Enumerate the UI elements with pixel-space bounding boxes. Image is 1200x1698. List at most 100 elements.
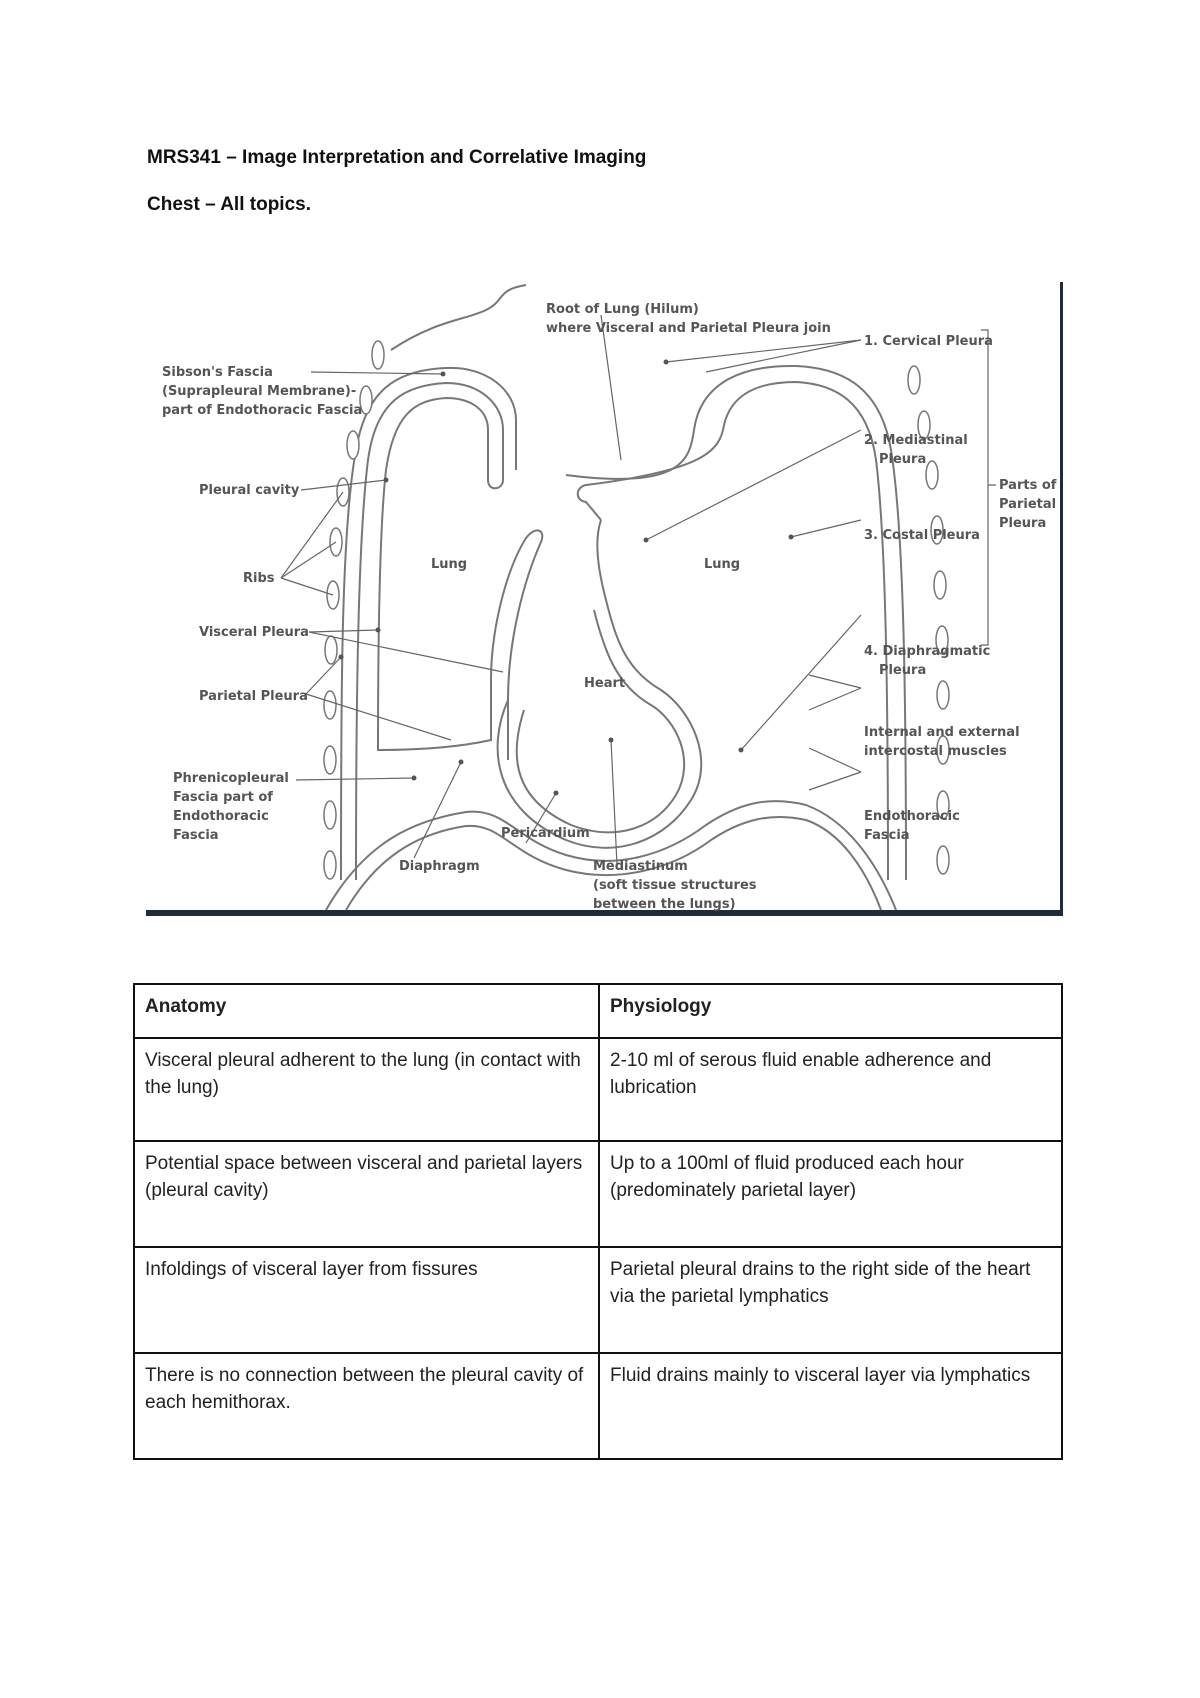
- label-diaphragmatic-2: Pleura: [879, 663, 926, 678]
- pleura-diagram: Root of Lung (Hilum) where Visceral and …: [146, 280, 1063, 920]
- dot: [440, 371, 446, 377]
- leader-ribs-2: [280, 541, 337, 579]
- label-diaphragm: Diaphragm: [399, 859, 480, 874]
- leader-diaphragmatic: [740, 614, 862, 751]
- pericardium-outline: [496, 519, 703, 849]
- label-cervical-pleura: 1. Cervical Pleura: [864, 334, 993, 349]
- leader-diaphragm: [413, 761, 462, 859]
- leader-ribs-3: [280, 577, 334, 596]
- right-parietal-outline: [565, 364, 907, 881]
- rib-right: [936, 845, 950, 875]
- physiology-cell: Parietal pleural drains to the right sid…: [598, 1246, 1063, 1354]
- diaphragm-inner-outline: [345, 815, 882, 911]
- pleura-diagram-svg: Root of Lung (Hilum) where Visceral and …: [146, 282, 1063, 916]
- label-parts-1: Parts of: [999, 478, 1057, 493]
- label-ribs: Ribs: [243, 571, 275, 586]
- anatomy-outlines: [325, 284, 907, 911]
- label-costal-pleura: 3. Costal Pleura: [864, 528, 980, 543]
- leader-phrenico: [295, 777, 415, 781]
- leader-cervical-1: [665, 339, 862, 363]
- heart-inner-outline: [515, 609, 686, 834]
- rib-left: [371, 340, 385, 370]
- rib-left: [323, 745, 337, 775]
- leader-lines: [280, 314, 996, 866]
- label-phrenico-3: Endothoracic: [173, 809, 269, 824]
- leader-visceral-pleura: [308, 629, 379, 633]
- leader-visceral-pleura-2: [308, 631, 504, 673]
- rib-left: [323, 800, 337, 830]
- header-physiology: Physiology: [598, 983, 1063, 1039]
- parts-bracket: [981, 329, 996, 646]
- dot: [383, 477, 389, 483]
- label-intercostal-2: intercostal muscles: [864, 744, 1007, 759]
- document-subtitle: Chest – All topics.: [147, 194, 311, 215]
- label-lung-left: Lung: [431, 557, 467, 572]
- document-title: MRS341 – Image Interpretation and Correl…: [147, 147, 647, 168]
- rib-right: [936, 735, 950, 765]
- label-visceral-pleura: Visceral Pleura: [199, 625, 309, 640]
- rib-right: [917, 410, 931, 440]
- diagram-right-border: [1060, 282, 1063, 912]
- rib-right: [930, 515, 944, 545]
- diagram-labels: Root of Lung (Hilum) where Visceral and …: [162, 302, 1057, 912]
- physiology-cell: 2-10 ml of serous fluid enable adherence…: [598, 1037, 1063, 1142]
- label-mediastinum-2: (soft tissue structures: [593, 878, 757, 893]
- label-endothoracic-1: Endothoracic: [864, 809, 960, 824]
- table-row: Infoldings of visceral layer from fissur…: [133, 1246, 1063, 1354]
- rib-left: [359, 385, 373, 415]
- leader-intercostal-1: [808, 674, 862, 689]
- label-phrenico-2: Fascia part of: [173, 790, 273, 805]
- dot: [643, 537, 649, 543]
- anatomy-cell: There is no connection between the pleur…: [133, 1352, 600, 1460]
- rib-left: [346, 430, 360, 460]
- dot: [738, 747, 744, 753]
- leader-costal: [790, 519, 862, 538]
- label-phrenico-1: Phrenicopleural: [173, 771, 289, 786]
- dot: [411, 775, 417, 781]
- anatomy-cell: Potential space between visceral and par…: [133, 1140, 600, 1248]
- right-lung-outline: [576, 380, 889, 881]
- label-phrenico-4: Fascia: [173, 828, 219, 843]
- label-diaphragmatic-1: 4. Diaphragmatic: [864, 644, 990, 659]
- label-mediastinum-3: between the lungs): [593, 897, 736, 912]
- label-root-1: Root of Lung (Hilum): [546, 302, 699, 317]
- label-intercostal-1: Internal and external: [864, 725, 1020, 740]
- label-heart: Heart: [584, 676, 625, 691]
- leader-sibson: [310, 371, 444, 375]
- table-row: Visceral pleural adherent to the lung (i…: [133, 1037, 1063, 1142]
- label-mediastinum-1: Mediastinum: [593, 859, 688, 874]
- rib-right: [907, 365, 921, 395]
- label-sibson-1: Sibson's Fascia: [162, 365, 273, 380]
- hilum-curve: [390, 284, 527, 351]
- rib-right: [936, 790, 950, 820]
- label-endothoracic-2: Fascia: [864, 828, 910, 843]
- rib-right: [925, 460, 939, 490]
- left-lung-outline: [355, 381, 544, 881]
- left-ribs: [323, 340, 385, 880]
- leader-ribs-1: [280, 491, 344, 579]
- right-ribs: [907, 365, 950, 875]
- anatomy-cell: Visceral pleural adherent to the lung (i…: [133, 1037, 600, 1142]
- header-anatomy: Anatomy: [133, 983, 600, 1039]
- table-row: There is no connection between the pleur…: [133, 1352, 1063, 1460]
- label-parts-2: Parietal: [999, 497, 1056, 512]
- label-lung-right: Lung: [704, 557, 740, 572]
- label-sibson-3: part of Endothoracic Fascia: [162, 403, 362, 418]
- table-row: Potential space between visceral and par…: [133, 1140, 1063, 1248]
- rib-right: [935, 625, 949, 655]
- leader-endothoracic-2: [808, 771, 862, 791]
- leader-endothoracic-1: [808, 747, 862, 773]
- label-pleural-cavity: Pleural cavity: [199, 483, 300, 498]
- pointer-dots: [338, 359, 794, 796]
- diaphragm-outline: [325, 800, 897, 911]
- dot: [338, 654, 344, 660]
- rib-left: [324, 635, 338, 665]
- label-root-2: where Visceral and Parietal Pleura join: [546, 321, 831, 336]
- dot: [663, 359, 669, 365]
- rib-right: [933, 570, 947, 600]
- label-sibson-2: (Suprapleural Membrane)-: [162, 384, 356, 399]
- leader-mediastinal: [645, 429, 862, 541]
- leader-root: [600, 314, 622, 461]
- anatomy-cell: Infoldings of visceral layer from fissur…: [133, 1246, 600, 1354]
- anatomy-physiology-table: Anatomy Physiology Visceral pleural adhe…: [133, 983, 1063, 1460]
